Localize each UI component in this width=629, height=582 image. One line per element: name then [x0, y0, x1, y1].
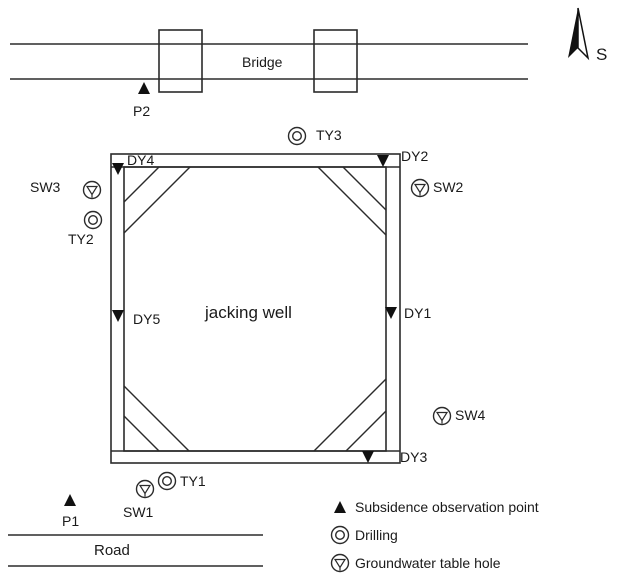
ty2-label: TY2	[68, 231, 94, 247]
sw1-label: SW1	[123, 504, 154, 520]
sw3-label: SW3	[30, 179, 61, 195]
legend-subsidence-icon	[334, 501, 346, 513]
ty3-drilling-icon	[287, 126, 307, 146]
p2-label: P2	[133, 103, 150, 119]
subsidence-point-p2-icon	[138, 82, 150, 94]
north-arrow-icon	[568, 7, 590, 61]
sw2-groundwater-icon	[410, 178, 430, 198]
ty1-drilling-icon	[157, 471, 177, 491]
sw3-groundwater-icon	[82, 180, 102, 200]
dy5-label: DY5	[133, 311, 160, 327]
legend: Subsidence observation point Drilling Gr…	[330, 499, 539, 573]
p1-label: P1	[62, 513, 79, 529]
dy3-label: DY3	[400, 449, 427, 465]
ty1-label: TY1	[180, 473, 206, 489]
bridge-lines	[10, 29, 528, 93]
dy2-label: DY2	[401, 148, 428, 164]
legend-groundwater-label: Groundwater table hole	[355, 555, 501, 571]
sw4-groundwater-icon	[432, 406, 452, 426]
ty3-label: TY3	[316, 127, 342, 143]
legend-groundwater-icon	[330, 553, 350, 573]
ty2-drilling-icon	[83, 210, 103, 230]
sw4-label: SW4	[455, 407, 486, 423]
road-label: Road	[94, 542, 130, 559]
compass-label: S	[596, 45, 607, 64]
dy1-marker-icon	[385, 307, 397, 319]
dy4-marker-icon	[112, 163, 124, 175]
sw2-label: SW2	[433, 179, 464, 195]
road-lines	[8, 534, 263, 567]
dy1-label: DY1	[404, 305, 431, 321]
dy3-marker-icon	[362, 451, 374, 463]
dy2-marker-icon	[377, 155, 389, 167]
sw1-groundwater-icon	[135, 479, 155, 499]
dy5-marker-icon	[112, 310, 124, 322]
legend-subsidence-label: Subsidence observation point	[355, 499, 539, 515]
bridge-label: Bridge	[242, 54, 283, 70]
legend-drilling-label: Drilling	[355, 527, 398, 543]
dy4-label: DY4	[127, 152, 154, 168]
corner-braces	[123, 166, 387, 452]
legend-drilling-icon	[330, 525, 350, 545]
subsidence-point-p1-icon	[64, 494, 76, 506]
well-label: jacking well	[204, 303, 292, 322]
